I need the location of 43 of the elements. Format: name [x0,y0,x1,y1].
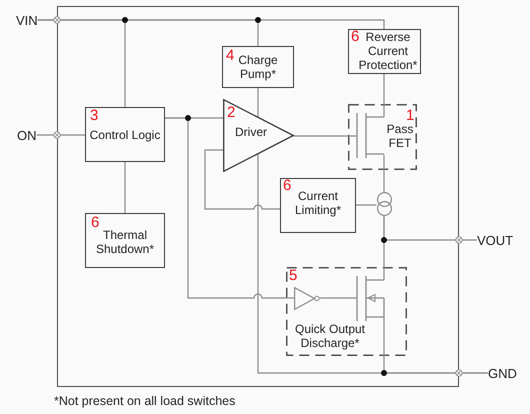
callout-number: 2 [227,105,236,120]
current-sense-symbol [376,192,392,216]
wire [383,216,385,267]
wire [383,170,385,192]
wire [383,74,385,104]
block-label: Reverse Current Protection* [358,30,418,72]
pin-label: VIN [16,12,38,28]
footnote: *Not present on all load switches [54,394,236,409]
callout-number: 6 [351,29,360,44]
function-block [85,107,165,162]
block-label: Control Logic [90,128,160,142]
block-label: Charge Pump* [237,53,279,81]
wire [204,149,280,210]
wire [293,135,348,137]
wire [124,162,126,213]
wire [36,134,85,136]
function-block [280,178,356,233]
callout-number: 5 [289,268,298,283]
block-label: Pass FET [386,122,414,150]
function-block [348,29,421,74]
callout-number: 3 [90,108,98,123]
pin-label: GND [488,366,517,380]
callout-number: 6 [91,215,100,230]
function-block [85,213,165,268]
wire [356,204,376,206]
amplifier-triangle [223,99,294,172]
block-label: Current Limiting* [294,189,342,217]
chip-boundary [57,6,459,387]
callout-number: 4 [226,48,234,63]
dashed-outline-block [348,104,417,170]
pin-label: VOUT [477,232,514,248]
block-label: Driver [235,125,267,139]
function-block [222,46,294,88]
callout-number: 6 [283,178,292,193]
block-label: Thermal Shutdown* [95,228,155,256]
wire [38,19,385,29]
wire [257,88,259,117]
wire [165,117,286,299]
block-label: Quick Output Discharge* [294,322,366,350]
dashed-outline-block [286,267,407,356]
pin-label: ON [17,128,36,142]
callout-number: 1 [406,108,414,123]
wire [257,154,488,374]
